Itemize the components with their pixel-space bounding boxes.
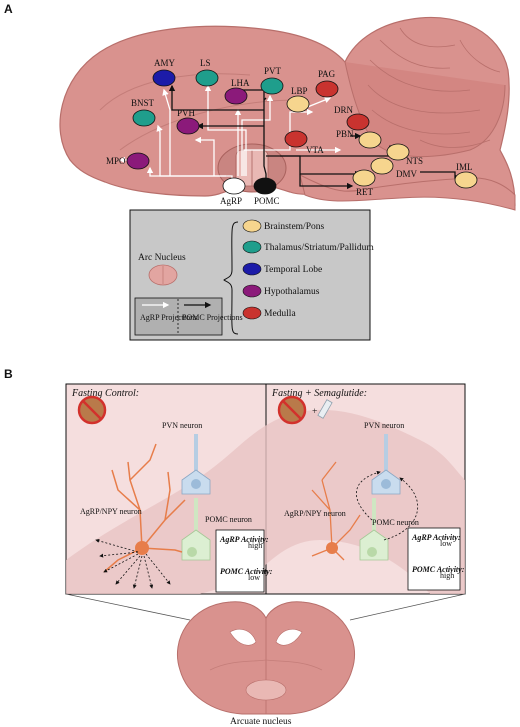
svg-text:Hypothalamus: Hypothalamus bbox=[264, 287, 320, 297]
node-pbn: PBN bbox=[336, 129, 382, 149]
no-food-icon-right bbox=[277, 395, 307, 425]
svg-text:IML: IML bbox=[456, 162, 473, 172]
node-pomc: POMC bbox=[253, 177, 280, 206]
node-pvh: PVH bbox=[176, 108, 200, 135]
svg-text:Medulla: Medulla bbox=[264, 309, 296, 319]
arc-nucleus-thumbnail bbox=[148, 264, 178, 286]
pvn-label-right: PVN neuron bbox=[364, 421, 404, 430]
sagittal-brain bbox=[59, 16, 516, 211]
legend-item-temporal-lobe: Temporal Lobe bbox=[242, 262, 322, 276]
coronal-brain-section bbox=[65, 593, 466, 715]
svg-text:LBP: LBP bbox=[291, 86, 308, 96]
pvn-label-left: PVN neuron bbox=[162, 421, 202, 430]
agrp-neuron-left bbox=[103, 443, 186, 573]
svg-text:PVH: PVH bbox=[177, 108, 196, 118]
svg-text:RET: RET bbox=[356, 187, 374, 197]
svg-text:AgRP Activity:: AgRP Activity: bbox=[411, 533, 461, 542]
node-vta: VTA bbox=[284, 130, 324, 155]
activity-box-right: AgRP Activity: low POMC Activity: high bbox=[407, 527, 465, 591]
svg-text:NTS: NTS bbox=[406, 156, 423, 166]
node-iml: IML bbox=[454, 162, 478, 189]
svg-text:LHA: LHA bbox=[231, 78, 250, 88]
agrp-outputs-left bbox=[95, 538, 171, 589]
svg-text:DRN: DRN bbox=[334, 105, 354, 115]
agrp-label-right: AgRP/NPY neuron bbox=[284, 509, 346, 518]
legend-item-thalamus: Thalamus/Striatum/Pallidum bbox=[242, 240, 374, 254]
pomc-neuron-right bbox=[359, 498, 389, 561]
svg-text:DMV: DMV bbox=[396, 169, 418, 179]
agrp-soma-right bbox=[326, 542, 338, 554]
svg-text:PAG: PAG bbox=[318, 69, 336, 79]
panel-b-letter: B bbox=[4, 367, 13, 381]
node-mpo: MPO bbox=[106, 152, 150, 170]
pomc-label-right: POMC neuron bbox=[372, 518, 419, 527]
node-agrp: AgRP bbox=[220, 177, 246, 206]
node-ls: LS bbox=[195, 58, 219, 87]
svg-text:high: high bbox=[440, 571, 454, 580]
agrp-projections-label: AgRP Projections bbox=[140, 313, 197, 322]
agrp-neuron-right bbox=[311, 461, 361, 561]
plus-sign: + bbox=[312, 407, 317, 417]
pvn-neuron-left bbox=[181, 434, 211, 495]
legend-item-brainstem: Brainstem/Pons bbox=[242, 219, 324, 233]
svg-text:Brainstem/Pons: Brainstem/Pons bbox=[264, 222, 324, 232]
svg-text:LS: LS bbox=[200, 58, 211, 68]
node-ret: RET bbox=[352, 169, 376, 197]
node-pvt: PVT bbox=[260, 66, 284, 95]
svg-text:VTA: VTA bbox=[306, 145, 324, 155]
node-drn: DRN bbox=[334, 105, 370, 131]
agrp-soma-left bbox=[135, 541, 149, 555]
node-pag: PAG bbox=[315, 69, 339, 98]
activity-box-left: AgRP Activity: high POMC Activity: low bbox=[215, 529, 273, 593]
arc-nucleus-title: Arc Nucleus bbox=[138, 253, 186, 263]
svg-text:low: low bbox=[248, 573, 260, 582]
svg-text:AMY: AMY bbox=[154, 58, 176, 68]
svg-text:POMC Activity:: POMC Activity: bbox=[220, 567, 273, 576]
pomc-projections-label: POMC Projections bbox=[182, 313, 243, 322]
node-bnst: BNST bbox=[131, 98, 156, 127]
node-lha: LHA bbox=[224, 78, 250, 105]
svg-text:Fasting + Semaglutide:: Fasting + Semaglutide: bbox=[271, 388, 367, 399]
svg-text:Temporal Lobe: Temporal Lobe bbox=[264, 265, 322, 275]
node-amy: AMY bbox=[152, 58, 176, 87]
svg-text:POMC Activity:: POMC Activity: bbox=[412, 565, 465, 574]
svg-text:low: low bbox=[440, 539, 452, 548]
svg-text:BNST: BNST bbox=[131, 98, 155, 108]
svg-text:high: high bbox=[248, 541, 262, 550]
no-food-icon bbox=[77, 395, 107, 425]
panel-b-background bbox=[65, 383, 466, 595]
svg-text:AgRP Activity:: AgRP Activity: bbox=[219, 535, 269, 544]
pomc-label-left: POMC neuron bbox=[205, 515, 252, 524]
svg-text:MPO: MPO bbox=[106, 156, 126, 166]
left-panel-fasting-control: Fasting Control: PVN neuron POMC neuron bbox=[71, 388, 273, 593]
svg-text:AgRP: AgRP bbox=[220, 196, 242, 206]
syringe-icon bbox=[317, 399, 333, 419]
pvn-neuron-right bbox=[371, 434, 401, 495]
svg-text:Thalamus/Striatum/Pallidum: Thalamus/Striatum/Pallidum bbox=[264, 243, 374, 253]
pomc-to-pvn-arrow-2 bbox=[356, 470, 381, 521]
svg-text:PBN: PBN bbox=[336, 129, 354, 139]
legend-item-hypothalamus: Hypothalamus bbox=[242, 284, 320, 298]
legend-box: Arc Nucleus AgRP Projections POMC Projec… bbox=[129, 209, 374, 341]
arcuate-nucleus-caption: Arcuate nucleus bbox=[230, 717, 292, 727]
svg-text:POMC: POMC bbox=[254, 196, 280, 206]
legend-item-medulla: Medulla bbox=[242, 306, 296, 320]
node-dmv: DMV bbox=[370, 157, 418, 179]
pomc-neuron-left bbox=[181, 498, 211, 561]
panel-a-letter: A bbox=[4, 2, 13, 16]
right-panel-fasting-semaglutide: Fasting + Semaglutide: + PVN neuron POMC… bbox=[271, 388, 465, 591]
node-lbp: LBP bbox=[286, 86, 310, 113]
svg-text:PVT: PVT bbox=[264, 66, 282, 76]
node-nts: NTS bbox=[386, 143, 423, 166]
svg-text:Fasting Control:: Fasting Control: bbox=[71, 388, 139, 399]
agrp-label-left: AgRP/NPY neuron bbox=[80, 507, 142, 516]
